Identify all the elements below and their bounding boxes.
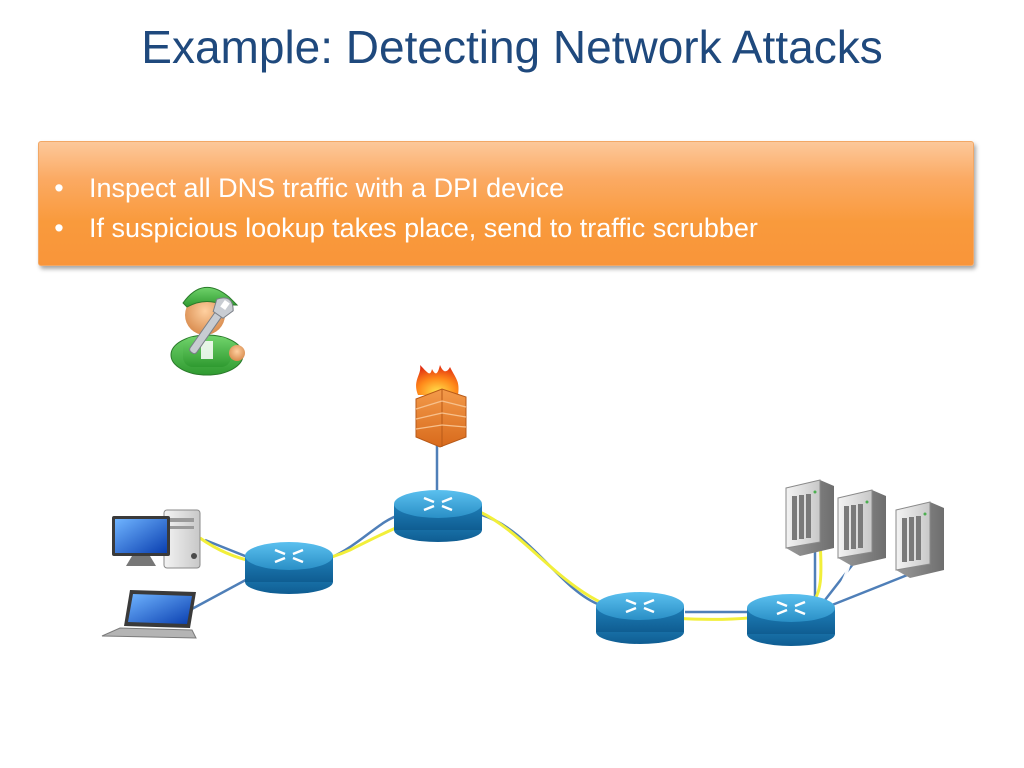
bullet-glyph: • bbox=[54, 213, 64, 243]
router-icon bbox=[747, 594, 835, 646]
info-callout: • Inspect all DNS traffic with a DPI dev… bbox=[38, 141, 974, 266]
bullet-item: • Inspect all DNS traffic with a DPI dev… bbox=[49, 168, 758, 208]
bullet-text: Inspect all DNS traffic with a DPI devic… bbox=[89, 173, 565, 203]
link-laptop-router bbox=[189, 573, 256, 612]
desktop-pc-icon bbox=[112, 509, 201, 569]
slide-title: Example: Detecting Network Attacks bbox=[141, 21, 883, 73]
router-icon bbox=[596, 592, 684, 644]
bullet-item: • If suspicious lookup takes place, send… bbox=[49, 208, 758, 248]
bullet-text: If suspicious lookup takes place, send t… bbox=[89, 213, 758, 243]
laptop-icon bbox=[101, 590, 197, 639]
link-router-server bbox=[831, 568, 921, 607]
router-icon bbox=[394, 490, 482, 542]
firewall-icon bbox=[415, 365, 467, 448]
technician-icon bbox=[170, 287, 245, 376]
router-icon bbox=[245, 542, 333, 594]
bullet-list: • Inspect all DNS traffic with a DPI dev… bbox=[49, 168, 758, 248]
server-icon bbox=[895, 501, 944, 578]
bullet-glyph: • bbox=[54, 173, 64, 203]
server-icon bbox=[785, 479, 834, 556]
server-icon bbox=[837, 489, 886, 566]
